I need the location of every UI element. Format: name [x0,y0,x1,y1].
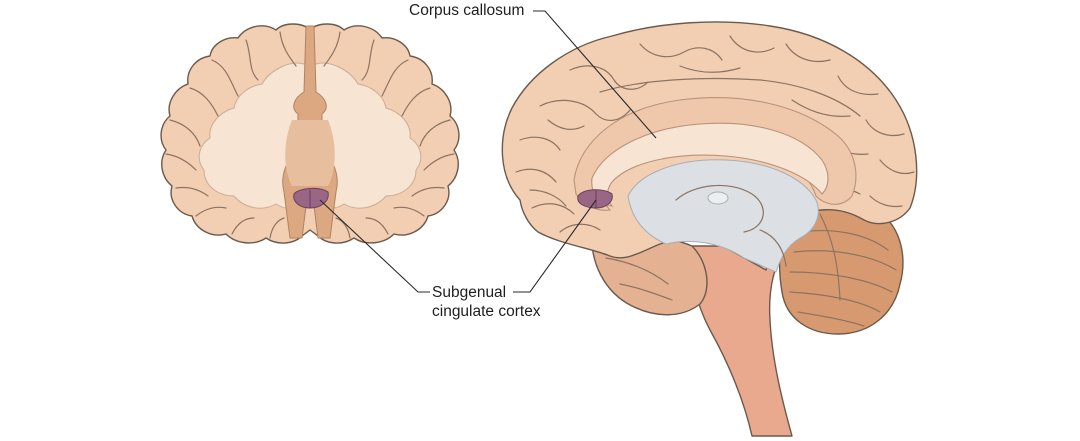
brainstem [690,245,793,437]
coronal-white-matter-right [313,62,422,209]
coronal-white-matter [198,62,307,209]
coronal-section [160,23,460,244]
sagittal-section [501,21,918,437]
subgenual-leader-right [513,199,597,293]
subgenual-leader-left [319,199,430,293]
corpus-callosum-label: Corpus callosum [409,2,524,19]
label-subgenual: Subgenual cingulate cortex [319,199,597,320]
ventricle-region [627,159,819,273]
label-corpus-callosum: Corpus callosum [409,2,657,139]
sagittal-subgenual-region [577,189,613,209]
subgenual-label-line1: Subgenual [432,284,506,301]
coronal-deep-grey [285,120,335,186]
corpus-callosum-leader [533,10,657,139]
subgenual-label-line2: cingulate cortex [432,303,541,320]
